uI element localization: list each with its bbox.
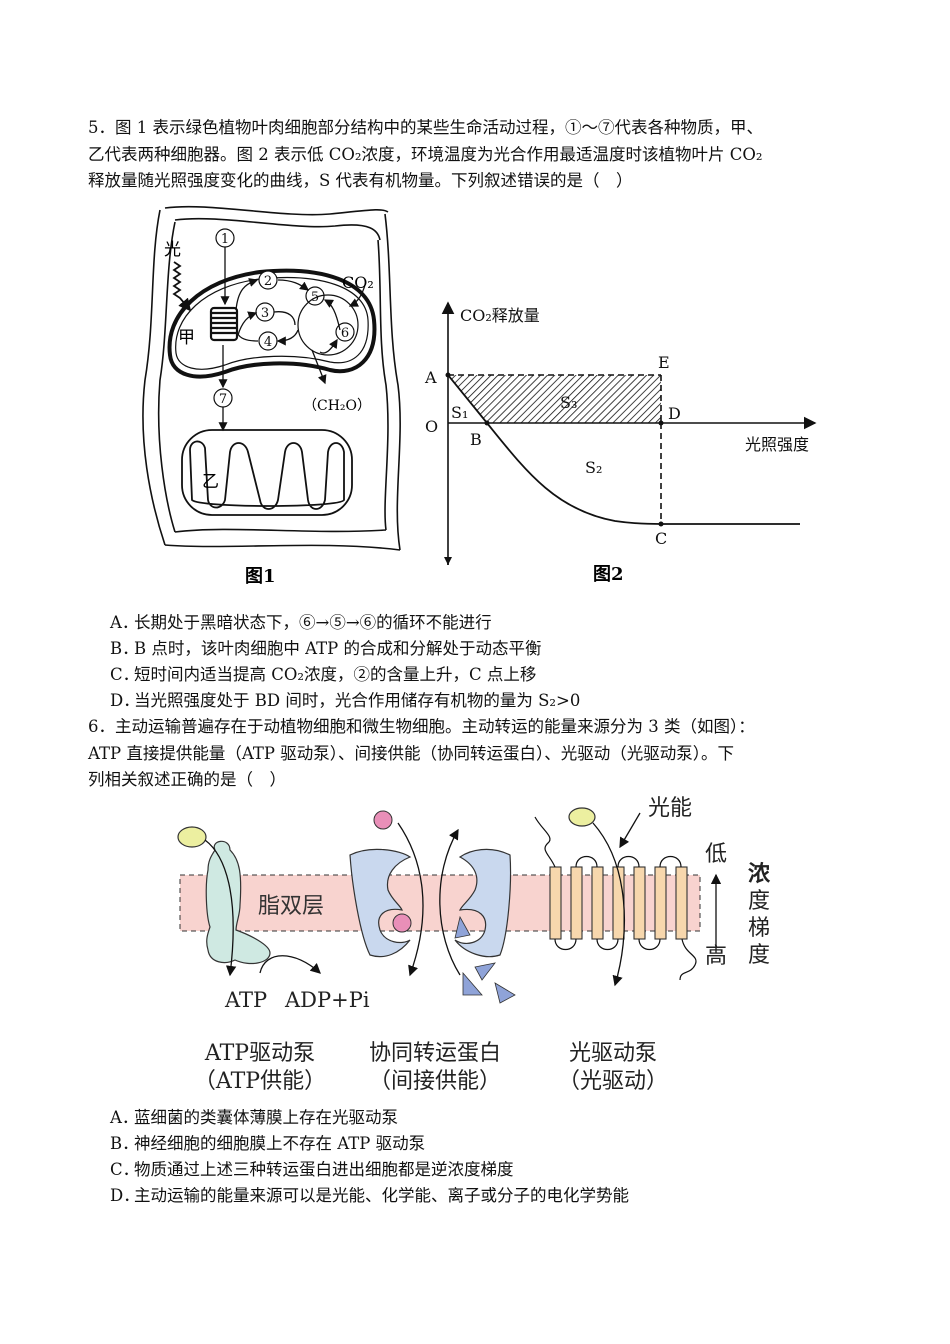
low-label: 低 (705, 842, 727, 867)
cotransporter-name: 协同转运蛋白 (369, 1041, 501, 1066)
question-6-stem: 6．主动运输普遍存在于动植物细胞和微生物细胞。主动转运的能量来源分为 3 类（如… (88, 714, 868, 794)
x-axis-label: 光照强度 (745, 435, 809, 454)
point-a: A (424, 368, 437, 387)
light-label: 光 (164, 240, 181, 260)
area-s2: S₂ (585, 458, 602, 477)
area-s1: S₁ (451, 403, 468, 422)
svg-text:2: 2 (264, 274, 272, 289)
q6-option-a[interactable]: A．蓝细菌的类囊体薄膜上存在光驱动泵 (110, 1108, 398, 1127)
light-energy-label: 光能 (648, 796, 692, 821)
lipid-bilayer-label: 脂双层 (258, 894, 324, 919)
area-s3: S₃ (560, 393, 577, 412)
ch2o-label: （CH₂O） (303, 398, 371, 414)
light-pump-sub: （光驱动） (558, 1069, 668, 1094)
light-pump-name: 光驱动泵 (569, 1041, 657, 1066)
q5-option-d[interactable]: D．当光照强度处于 BD 间时，光合作用储存有机物的量为 S₂>0 (110, 691, 581, 710)
svg-text:7: 7 (219, 392, 227, 407)
organelle-a-label: 甲 (178, 328, 195, 348)
svg-text:4: 4 (264, 335, 272, 350)
stem-line: 乙代表两种细胞器。图 2 表示低 CO₂浓度，环境温度为光合作用最适温度时该植物… (88, 144, 763, 164)
yellow-solute-icon (177, 826, 207, 848)
q6-option-b[interactable]: B．神经细胞的细胞膜上不存在 ATP 驱动泵 (110, 1134, 426, 1153)
q5-option-c[interactable]: C．短时间内适当提高 CO₂浓度，②的含量上升，C 点上移 (110, 665, 537, 684)
svg-text:度: 度 (748, 943, 770, 968)
figure-2-co2-release-chart: CO₂释放量 光照强度 A O B C D E S₁ S₃ S₂ 图2 (424, 301, 817, 585)
adp-label: ADP+Pi (284, 988, 370, 1012)
svg-text:浓: 浓 (748, 861, 771, 887)
q5-option-a[interactable]: A．长期处于黑暗状态下，⑥→⑤→⑥的循环不能进行 (110, 613, 492, 632)
q5-option-b[interactable]: B．B 点时，该叶肉细胞中 ATP 的合成和分解处于动态平衡 (110, 639, 542, 658)
atp-pump-name: ATP驱动泵 (204, 1041, 315, 1066)
stem-line: 释放量随光照强度变化的曲线，S 代表有机物量。下列叙述错误的是（ ） (88, 171, 633, 190)
label-1: 1 (221, 232, 229, 247)
point-c: C (655, 529, 667, 548)
pink-solute-icon (392, 913, 412, 933)
y-axis-label: CO₂释放量 (460, 306, 540, 325)
co2-label: CO₂ (342, 273, 374, 292)
atp-pump-protein (205, 840, 271, 965)
cotransporter-right-half (454, 848, 512, 958)
q6-option-c[interactable]: C．物质通过上述三种转运蛋白进出细胞都是逆浓度梯度 (110, 1160, 514, 1179)
light-pump-helices (549, 866, 688, 940)
yellow-solute-icon (568, 807, 596, 827)
stem-line: 列相关叙述正确的是（ ） (88, 770, 286, 789)
point-e: E (658, 353, 670, 372)
cotransporter-sub: （间接供能） (369, 1069, 501, 1094)
point-d: D (668, 404, 681, 423)
stem-line: 5．图 1 表示绿色植物叶肉细胞部分结构中的某些生命活动过程，①～⑦代表各种物质… (88, 118, 763, 137)
figure-2-caption: 图2 (593, 564, 624, 585)
figure-1-caption: 图1 (245, 566, 276, 587)
svg-text:3: 3 (261, 306, 269, 321)
svg-text:梯: 梯 (748, 916, 770, 941)
question-5-stem: 5．图 1 表示绿色植物叶肉细胞部分结构中的某些生命活动过程，①～⑦代表各种物质… (88, 115, 868, 195)
active-transport-diagram: 脂双层 ATP ADP+Pi 光能 低 高 浓 度 梯 度 (177, 796, 771, 1094)
q6-option-d[interactable]: D．主动运输的能量来源可以是光能、化学能、离子或分子的电化学势能 (110, 1186, 629, 1205)
point-b: B (470, 430, 482, 449)
pink-solute-icon (373, 810, 393, 830)
atp-pump-sub: （ATP供能） (194, 1069, 326, 1094)
stem-line: 6．主动运输普遍存在于动植物细胞和微生物细胞。主动转运的能量来源分为 3 类（如… (88, 717, 755, 736)
atp-label: ATP (224, 988, 267, 1012)
high-label: 高 (705, 944, 727, 969)
point-o: O (425, 417, 438, 436)
svg-text:6: 6 (341, 326, 349, 341)
figure-1-leaf-cell-diagram: 1 2 3 4 5 6 7 光 甲 乙 CO₂ （CH₂O） 图1 (142, 205, 401, 587)
cotransporter-left-half (349, 848, 412, 958)
organelle-b-label: 乙 (202, 472, 219, 492)
triangle-solute-icon (454, 915, 471, 939)
stem-line: ATP 直接提供能量（ATP 驱动泵）、间接供能（协同转运蛋白）、光驱动（光驱动… (88, 743, 734, 763)
svg-text:度: 度 (748, 889, 770, 914)
